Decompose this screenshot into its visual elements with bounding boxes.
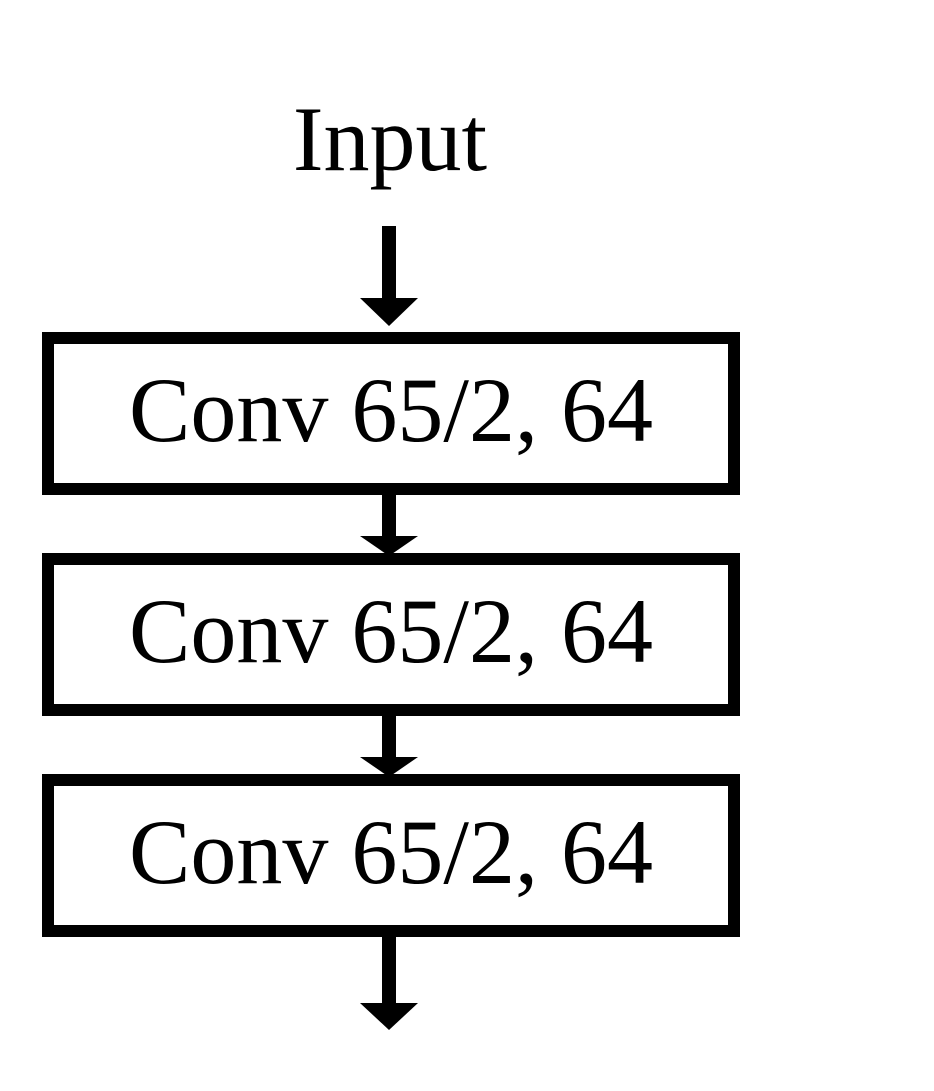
arrow-block-2-to-block-3 xyxy=(360,716,418,777)
conv-block-1-label: Conv 65/2, 64 xyxy=(129,358,653,461)
arrow-input-to-block-1 xyxy=(360,226,418,326)
input-label: Input xyxy=(292,88,488,190)
conv-block-2-label: Conv 65/2, 64 xyxy=(129,579,653,682)
conv-block-2: Conv 65/2, 64 xyxy=(42,553,740,716)
conv-block-1: Conv 65/2, 64 xyxy=(42,332,740,495)
arrow-block-3-output xyxy=(360,937,418,1030)
conv-block-3: Conv 65/2, 64 xyxy=(42,774,740,937)
conv-block-3-label: Conv 65/2, 64 xyxy=(129,800,653,903)
arrow-block-1-to-block-2 xyxy=(360,495,418,556)
